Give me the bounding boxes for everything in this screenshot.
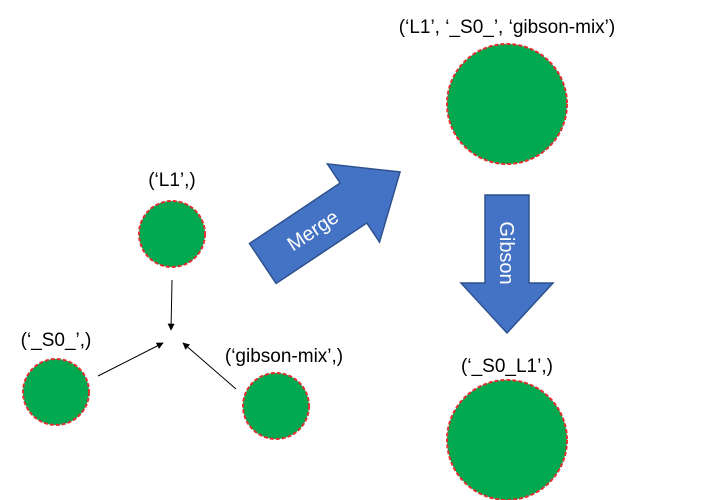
node-circle-gibson-mix	[242, 372, 310, 440]
node-label-merged: (‘L1’, ‘_S0_’, ‘gibson-mix’)	[399, 17, 615, 38]
node-label-l1: (‘L1’,)	[148, 170, 196, 191]
connector-l1	[167, 279, 175, 331]
node-label-gibson-mix: (‘gibson-mix’,)	[225, 346, 343, 367]
node-circle-l1	[138, 200, 206, 268]
merge-arrow: Merge	[248, 162, 402, 285]
gibson-arrow-label: Gibson	[495, 221, 517, 284]
node-circle-merged	[446, 43, 568, 165]
node-circle-result	[446, 379, 568, 500]
connector-gibson-mix	[182, 342, 237, 390]
node-circle-s0	[22, 358, 90, 426]
connector-s0	[97, 342, 164, 377]
node-label-result: (‘_S0_L1’,)	[461, 356, 553, 377]
node-label-s0: (‘_S0_’,)	[21, 330, 92, 351]
gibson-arrow: Gibson	[459, 194, 555, 335]
